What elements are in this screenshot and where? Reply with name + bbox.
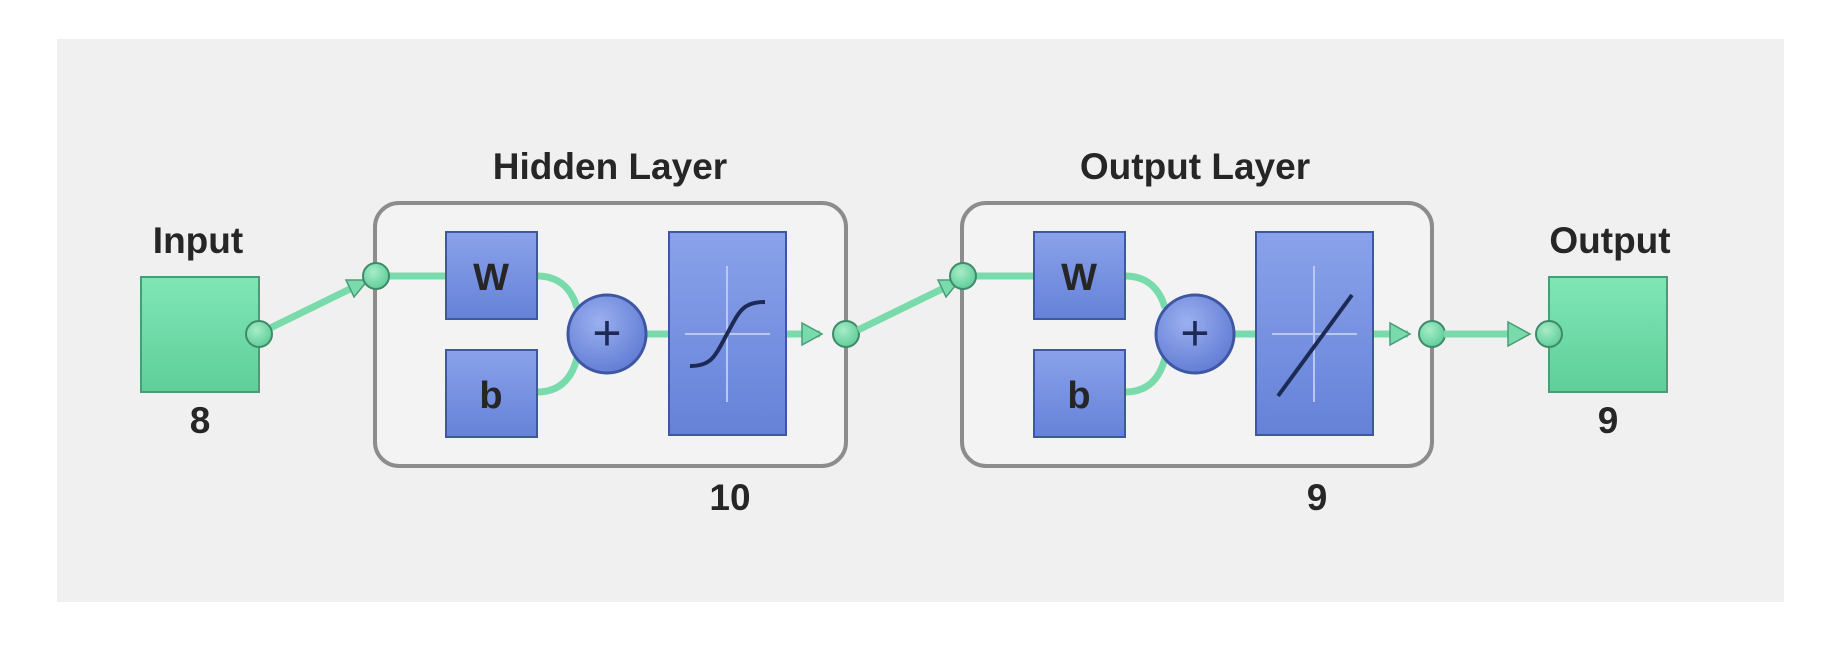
output-label: Output: [1549, 220, 1670, 261]
output-weight-label: W: [1061, 257, 1097, 299]
output-layer-size: 9: [1307, 477, 1328, 518]
hidden-layer-output-port: [832, 320, 860, 348]
input-size: 8: [190, 400, 211, 441]
output-layer-output-arrow: [1389, 321, 1412, 347]
output-layer-output-port: [1418, 320, 1446, 348]
output-size: 9: [1598, 400, 1619, 441]
input-to-hidden-connector: [245, 279, 370, 348]
output-weight-block: W: [1033, 231, 1126, 320]
input-output-port: [245, 320, 273, 348]
hidden-transfer-block: [668, 231, 787, 436]
hidden-weight-block: W: [445, 231, 538, 320]
linear-icon: [1276, 293, 1354, 398]
hidden-sum-node: +: [566, 293, 648, 375]
output-input-port: [1535, 320, 1563, 348]
output-layer-input-port: [949, 262, 977, 290]
sigmoid-icon: [689, 300, 766, 368]
output-sum-node: +: [1154, 293, 1236, 375]
output-bias-block: b: [1033, 349, 1126, 438]
hidden-sum-symbol: +: [592, 305, 621, 361]
output-sum-symbol: +: [1180, 305, 1209, 361]
input-label: Input: [153, 220, 243, 261]
output-layer-to-output-connector: [1444, 320, 1532, 348]
hidden-bias-block: b: [445, 349, 538, 438]
output-block: [1548, 276, 1668, 393]
hidden-layer-title: Hidden Layer: [493, 146, 727, 187]
output-transfer-block: [1255, 231, 1374, 436]
hidden-weight-label: W: [473, 257, 509, 299]
input-block: [140, 276, 260, 393]
hidden-bias-label: b: [479, 375, 502, 417]
output-bias-label: b: [1067, 375, 1090, 417]
hidden-layer-input-port: [362, 262, 390, 290]
diagram-panel: [57, 39, 1784, 602]
hidden-output-arrow: [801, 321, 824, 347]
output-layer-title: Output Layer: [1080, 146, 1310, 187]
hidden-layer-size: 10: [709, 477, 750, 518]
